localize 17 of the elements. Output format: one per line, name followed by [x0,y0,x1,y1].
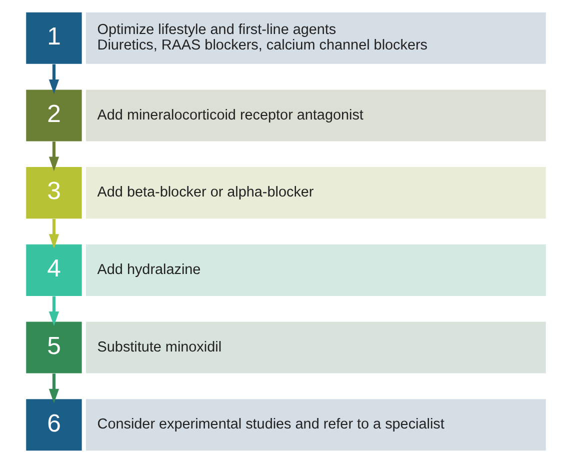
arrow [48,374,59,404]
node-box: 3 [26,167,82,219]
node-box: 1 [26,12,82,64]
node-box: 2 [26,90,82,142]
node-box: Consider experimental studies and refer to a specialist [85,399,546,451]
node-box: 5 [26,322,82,374]
node-box: Substitute minoxidil [85,322,546,374]
arrow [48,142,59,172]
node-box: Add mineralocorticoid receptor antagonist [85,90,546,142]
node-box: Optimize lifestyle and first-line agents Diuretics, RAAS blockers, calcium channel blockers [85,12,546,64]
node-box: 6 [26,399,82,451]
node-box: Add hydralazine [85,244,546,296]
arrow [48,218,59,249]
arrow [48,64,59,94]
node-box: 4 [26,244,82,296]
node-box: Add beta-blocker or alpha-blocker [85,167,546,219]
arrow [48,296,59,326]
